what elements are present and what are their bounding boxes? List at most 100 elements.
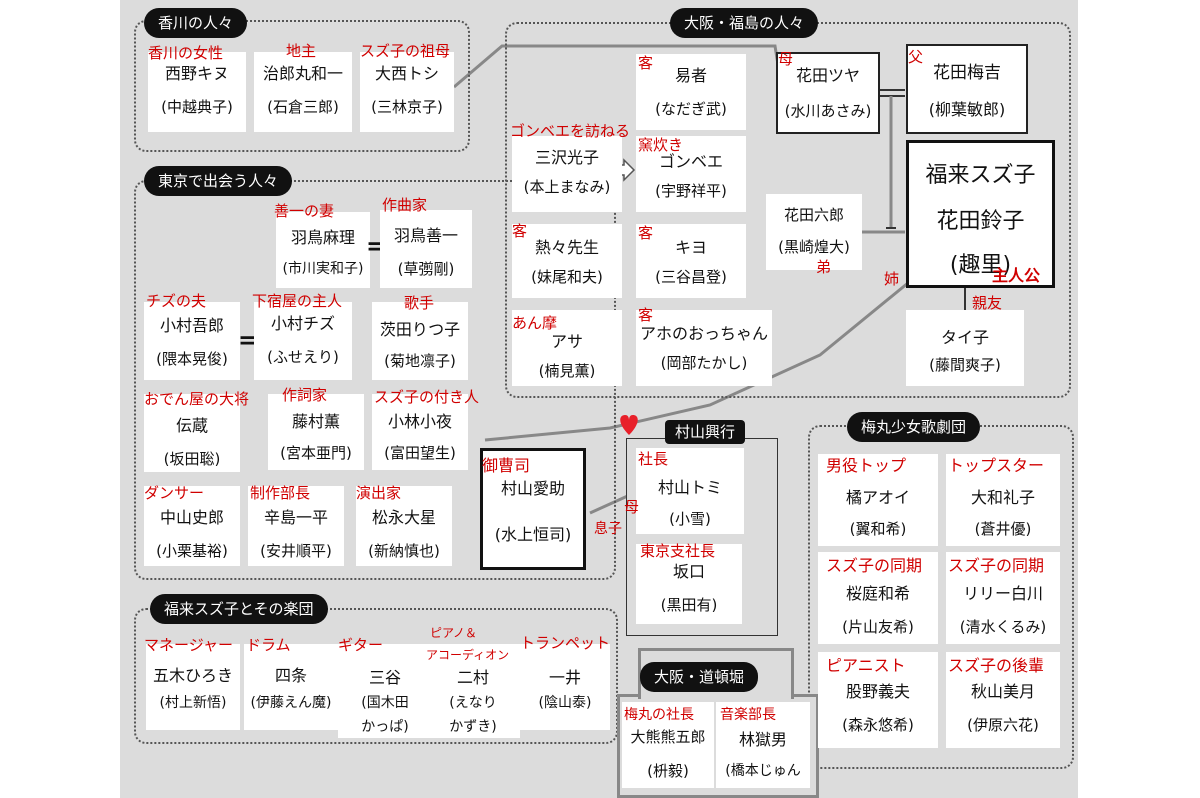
card-suzuko: 福来スズ子 花田鈴子 (趣里) <box>906 140 1055 288</box>
role-ichii: トランペット <box>520 634 611 652</box>
card-sakaguchi: 坂口 (黒田有) <box>636 544 742 624</box>
card-komura-chizu: 小村チズ (ふせえり) <box>254 302 352 380</box>
card-denzo: 伝蔵 (坂田聡) <box>144 394 240 472</box>
role-goki: マネージャー <box>144 636 233 654</box>
group-osaka-fukushima-label: 大阪・福島の人々 <box>670 8 819 38</box>
role-atsuatsu: 客 <box>512 222 528 240</box>
card-kobayashi: 小林小夜 (富田望生) <box>372 394 468 470</box>
card-nishino: 西野キヌ (中越典子) <box>148 52 246 132</box>
role-yamato: トップスター <box>948 456 1045 475</box>
group-kagawa-frame <box>134 20 470 152</box>
role-akiyama: スズ子の後輩 <box>948 656 1045 675</box>
card-ibarada: 茨田りつ子 (菊地凛子) <box>372 302 468 380</box>
role-aho: 客 <box>638 306 654 324</box>
card-yojo: 四条 (伊藤えん魔) <box>244 644 338 730</box>
role-onishi: スズ子の祖母 <box>360 42 451 60</box>
role-misawa: ゴンベエを訪ねる <box>510 122 631 140</box>
role-nishino: 香川の女性 <box>148 44 224 62</box>
role-suzuko: 主人公 <box>992 266 1041 285</box>
role-nimura-2: アコーディオン <box>426 648 510 662</box>
card-onishi: 大西トシ (三林京子) <box>360 52 454 132</box>
role-asa: あん摩 <box>512 314 558 332</box>
role-gonbee: 窯炊き <box>638 136 684 154</box>
role-nakayama: ダンサー <box>144 484 205 502</box>
role-ekisha: 客 <box>638 54 654 72</box>
card-tsuya: 花田ツヤ (水川あさみ) <box>776 52 880 134</box>
group-dotonbori-label: 大阪・道頓堀 <box>640 662 759 692</box>
role-komura-chizu: 下宿屋の主人 <box>252 292 343 310</box>
card-nimura: 二村 (えなり かずき) <box>426 644 520 738</box>
role-tachibana: 男役トップ <box>826 456 907 475</box>
marriage-komura: = <box>238 326 259 354</box>
card-misawa: 三沢光子 (本上まなみ) <box>512 136 622 212</box>
role-kobayashi: スズ子の付き人 <box>374 388 480 406</box>
role-tomi: 社長 <box>638 450 669 468</box>
role-nimura-1: ピアノ＆ <box>430 626 477 640</box>
card-yamato: 大和礼子 (蒼井優) <box>946 454 1060 546</box>
role-hayashi: 音楽部長 <box>720 707 776 723</box>
card-ekisha: 易者 (なだぎ武) <box>636 54 746 130</box>
role-hatori-mari: 善一の妻 <box>274 202 335 220</box>
group-band-frame <box>134 608 618 744</box>
card-matano: 股野義夫 (森永悠希) <box>818 652 938 748</box>
card-aisuke: 村山愛助 (水上恒司) <box>480 448 586 570</box>
role-okuma: 梅丸の社長 <box>624 707 694 723</box>
card-matsunaga: 松永大星 (新納慎也) <box>356 486 452 566</box>
card-komura-goro: 小村吾郎 (隈本晃俊) <box>144 302 240 380</box>
card-hatori-mari: 羽鳥麻理 (市川実和子) <box>276 212 370 288</box>
card-asa: アサ (楠見薫) <box>512 310 622 386</box>
role-fujimura: 作詞家 <box>282 386 328 404</box>
role-matsunaga: 演出家 <box>356 484 402 502</box>
card-tsujishima: 辛島一平 (安井順平) <box>248 486 344 566</box>
role-denzo: おでん屋の大将 <box>144 390 250 408</box>
role-aisuke-son: 息子 <box>594 521 622 537</box>
role-aisuke: 御曹司 <box>482 456 531 475</box>
role-hatori-zenichi: 作曲家 <box>382 196 428 214</box>
role-sakaguchi: 東京支社長 <box>640 542 716 560</box>
role-matano: ピアニスト <box>826 656 906 675</box>
card-nakayama: 中山史郎 (小栗基裕) <box>144 486 240 566</box>
role-yojo: ドラム <box>246 636 291 654</box>
role-tsuya: 母 <box>778 50 794 68</box>
card-gonbee: ゴンベエ (宇野祥平) <box>636 136 746 212</box>
card-mitani: 三谷 (国木田 かっぱ) <box>338 644 432 738</box>
line-aisuke-tomi <box>589 492 633 515</box>
role-lily: スズ子の同期 <box>948 556 1045 575</box>
card-akiyama: 秋山美月 (伊原六花) <box>946 652 1060 748</box>
role-kiyo: 客 <box>638 224 654 242</box>
role-mitani: ギター <box>338 636 384 654</box>
card-atsuatsu: 熱々先生 (妹尾和夫) <box>512 224 622 298</box>
line-suzuko-aisuke <box>484 281 909 442</box>
card-rokuro: 花田六郎 (黒崎煌大) <box>766 194 862 270</box>
role-tsujishima: 制作部長 <box>250 484 311 502</box>
role-jiroumaru: 地主 <box>286 42 317 60</box>
role-umekichi: 父 <box>908 48 924 66</box>
role-ibarada: 歌手 <box>404 294 435 312</box>
role-sakuraniwa: スズ子の同期 <box>826 556 923 575</box>
card-kiyo: キヨ (三谷昌登) <box>636 224 746 298</box>
card-aho: アホのおっちゃん (岡部たかし) <box>636 310 772 386</box>
group-tokyo-label: 東京で出会う人々 <box>144 166 293 196</box>
card-okuma: 大熊熊五郎 (枡毅) <box>622 702 714 788</box>
card-jiroumaru: 治郎丸和一 (石倉三郎) <box>254 52 352 132</box>
character-chart: 香川の人々 大阪・福島の人々 東京で出会う人々 梅丸少女歌劇団 福来スズ子とその… <box>120 0 1078 798</box>
card-lily: リリー白川 (清水くるみ) <box>946 552 1060 644</box>
heart-icon <box>620 415 638 435</box>
card-taiko: タイ子 (藤間爽子) <box>906 310 1024 386</box>
role-taiko: 親友 <box>972 294 1003 312</box>
group-kagawa-label: 香川の人々 <box>144 8 248 38</box>
role-sister: 姉 <box>884 270 900 288</box>
card-umekichi: 花田梅吉 (柳葉敏郎) <box>906 44 1028 134</box>
card-tachibana: 橘アオイ (翼和希) <box>818 454 938 546</box>
card-sakuraniwa: 桜庭和希 (片山友希) <box>818 552 938 644</box>
card-fujimura: 藤村薫 (宮本亜門) <box>268 394 364 470</box>
group-murayama-label: 村山興行 <box>665 420 746 444</box>
group-umemaru-label: 梅丸少女歌劇団 <box>847 412 981 442</box>
role-rokuro: 弟 <box>816 258 832 276</box>
group-band-label: 福来スズ子とその楽団 <box>150 594 328 624</box>
card-goki: 五木ひろき (村上新悟) <box>146 644 240 730</box>
card-tomi: 村山トミ (小雪) <box>636 448 744 534</box>
card-ichii: 一井 (陰山泰) <box>520 644 610 730</box>
role-komura-goro: チズの夫 <box>146 292 207 310</box>
card-hayashi: 林獄男 (橋本じゅん <box>716 702 810 788</box>
